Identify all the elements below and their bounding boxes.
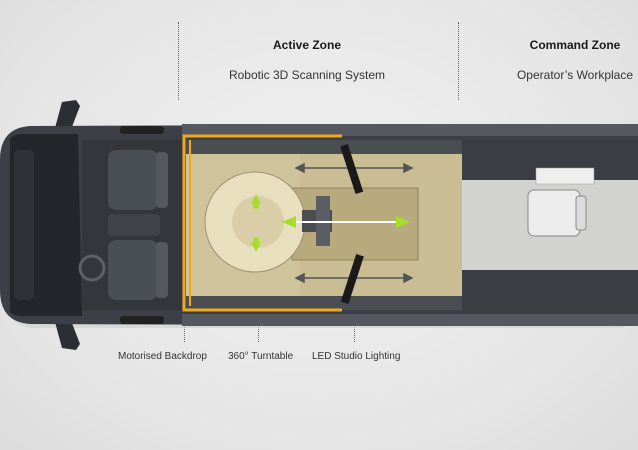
operator-chair-back — [575, 195, 587, 231]
command-zone-subtitle: Operator’s Workplace — [516, 68, 634, 82]
slide-arrow-bottom — [294, 272, 414, 284]
active-zone-header: Active Zone Robotic 3D Scanning System — [222, 38, 392, 82]
turntable-object — [232, 196, 284, 248]
front-wheel-bottom — [120, 316, 164, 324]
command-desk-bottom — [462, 270, 638, 310]
passenger-seat — [108, 240, 158, 300]
label-turntable: 360° Turntable — [228, 351, 294, 362]
wall-shelf-top — [186, 140, 462, 154]
command-zone-header: Command Zone Operator’s Workplace — [500, 38, 638, 82]
left-mirror — [55, 100, 80, 132]
active-zone-title: Active Zone — [272, 38, 341, 52]
wall-shelf-bottom — [186, 296, 462, 310]
led-light-top — [340, 144, 364, 195]
turntable-arrow-up — [251, 194, 261, 204]
active-zone-subtitle: Robotic 3D Scanning System — [228, 68, 386, 82]
command-zone-title: Command Zone — [529, 38, 621, 52]
label-led-lighting: LED Studio Lighting — [312, 351, 401, 362]
turntable-arrow-down — [251, 242, 261, 252]
driver-seat-back — [156, 152, 168, 208]
front-wheel-top — [120, 126, 164, 134]
right-mirror — [55, 318, 80, 350]
scan-direction-arrow — [282, 216, 410, 228]
label-motorised-backdrop: Motorised Backdrop — [118, 351, 207, 362]
hood-highlight — [14, 150, 34, 300]
driver-seat — [108, 150, 158, 210]
turntable-dot-top — [253, 203, 259, 209]
roof-rail-top — [182, 124, 638, 136]
operator-chair — [527, 189, 581, 237]
passenger-seat-back — [156, 242, 168, 298]
zone-divider-right — [458, 22, 459, 100]
turntable-dot-bottom — [253, 237, 259, 243]
operator-screen — [535, 167, 595, 185]
motorised-backdrop-frame — [182, 134, 342, 312]
center-console — [108, 214, 160, 236]
zone-divider-left — [178, 22, 179, 100]
roof-rail-bottom — [182, 314, 638, 326]
led-light-bottom — [340, 254, 364, 305]
steering-wheel — [78, 254, 106, 282]
